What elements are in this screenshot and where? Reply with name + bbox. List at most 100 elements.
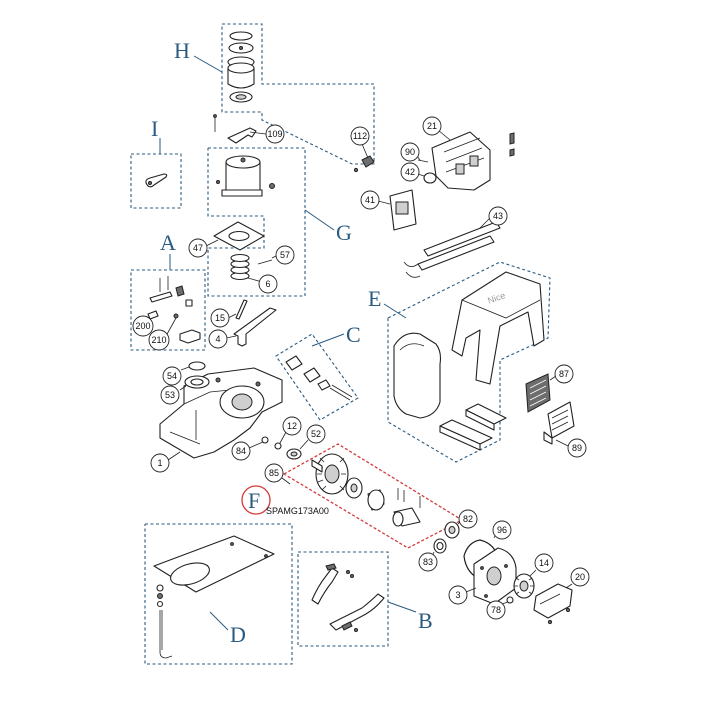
callout-210: 210: [148, 317, 177, 351]
group-a-parts: [147, 276, 201, 344]
callout-52: 52: [299, 424, 326, 450]
group-h-leader: [193, 55, 223, 73]
top-cover: [451, 271, 545, 385]
lower-right-parts: [463, 539, 573, 625]
callout-21: 21: [422, 116, 451, 141]
svg-text:43: 43: [493, 211, 503, 221]
part-21: [431, 131, 491, 191]
group-f: F SPAMG173A00: [241, 443, 464, 549]
part-87: [525, 373, 551, 413]
svg-text:14: 14: [539, 558, 549, 568]
group-h: H: [174, 23, 375, 173]
part-109: [227, 127, 257, 144]
handle-lower: [329, 593, 385, 631]
group-d-border: [144, 523, 293, 665]
group-d: D: [144, 523, 293, 665]
callout-89: 89: [555, 438, 587, 458]
callout-82: 82: [457, 509, 478, 529]
group-d-letter: D: [230, 622, 246, 647]
callout-109: 109: [249, 124, 285, 144]
svg-text:82: 82: [463, 514, 473, 524]
group-g-letter: G: [336, 220, 352, 245]
callouts: 109 112 21 90 42 41: [132, 116, 590, 620]
callout-12: 12: [279, 416, 302, 444]
handle-upper: [311, 567, 339, 605]
svg-text:57: 57: [280, 250, 290, 260]
svg-text:85: 85: [269, 468, 279, 478]
part-4: [233, 307, 277, 347]
callout-41: 41: [360, 190, 391, 210]
group-h-parts: [227, 31, 255, 103]
release-key: [145, 173, 168, 188]
callout-54: 54: [162, 366, 190, 386]
part-84: [261, 436, 269, 444]
callout-83: 83: [418, 551, 438, 572]
svg-text:78: 78: [491, 605, 501, 615]
svg-text:109: 109: [267, 129, 282, 139]
callout-85: 85: [264, 463, 291, 485]
svg-text:89: 89: [572, 443, 582, 453]
part-42: [423, 172, 437, 184]
group-f-letter: F: [248, 488, 260, 513]
callout-15: 15: [210, 308, 237, 328]
control-unit: [389, 131, 515, 278]
svg-text:200: 200: [135, 321, 150, 331]
callout-3: 3: [448, 585, 477, 605]
group-b-letter: B: [418, 608, 433, 633]
group-i: I: [130, 116, 182, 209]
group-e-letter: E: [368, 286, 381, 311]
svg-text:54: 54: [167, 371, 177, 381]
callout-87: 87: [549, 364, 574, 384]
part-43: [423, 221, 501, 257]
svg-text:21: 21: [427, 121, 437, 131]
group-h-letter: H: [174, 38, 190, 63]
callout-84: 84: [231, 441, 264, 461]
callout-4: 4: [208, 329, 237, 349]
svg-text:83: 83: [423, 557, 433, 567]
group-h-border: [221, 23, 375, 165]
group-f-letter-circle: [241, 485, 271, 515]
group-c-border: [275, 333, 359, 421]
part-57: [257, 259, 273, 265]
svg-text:47: 47: [193, 243, 203, 253]
part-78: [506, 596, 514, 604]
callout-53: 53: [160, 385, 187, 405]
callout-42: 42: [400, 162, 425, 182]
svg-text:1: 1: [157, 458, 162, 468]
callout-112: 112: [350, 126, 370, 159]
group-a: A: [130, 230, 206, 351]
svg-text:112: 112: [353, 131, 367, 141]
callout-90: 90: [400, 142, 421, 162]
part-15: [235, 299, 248, 320]
gearbox-housing: [159, 367, 283, 459]
svg-text:53: 53: [165, 390, 175, 400]
callout-6: 6: [247, 274, 278, 294]
group-c-parts: [285, 355, 353, 401]
callout-47: 47: [188, 238, 219, 258]
svg-text:4: 4: [215, 334, 220, 344]
front-cover: [393, 332, 442, 419]
svg-text:96: 96: [497, 525, 507, 535]
base-plate: [153, 535, 275, 593]
group-a-letter: A: [160, 230, 176, 255]
svg-text:210: 210: [151, 335, 166, 345]
svg-text:87: 87: [559, 369, 569, 379]
part-6: [230, 253, 250, 281]
group-c-letter: C: [346, 322, 361, 347]
svg-text:84: 84: [236, 446, 246, 456]
group-b-border: [297, 551, 389, 647]
group-f-parts: [311, 453, 421, 527]
group-c: C: [275, 322, 361, 421]
motor: [216, 155, 275, 197]
group-g: G: [207, 114, 352, 297]
group-b: B: [297, 551, 433, 647]
callout-20: 20: [565, 567, 590, 589]
group-e: E Nice: [368, 261, 551, 463]
svg-text:15: 15: [215, 313, 225, 323]
svg-text:90: 90: [405, 147, 415, 157]
callout-78: 78: [486, 600, 509, 620]
part-12: [274, 442, 282, 450]
callout-96: 96: [492, 520, 512, 540]
group-i-letter: I: [151, 116, 158, 141]
